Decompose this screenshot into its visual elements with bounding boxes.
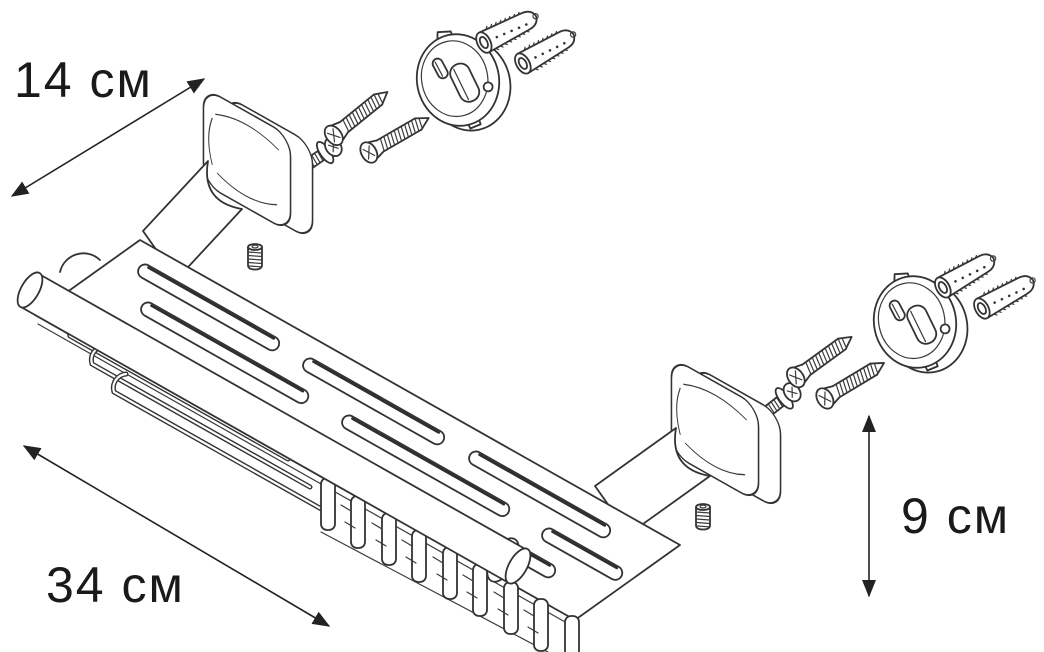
left-bracket: [202, 93, 314, 235]
set-screw-icon: [247, 243, 263, 271]
width-dimension-label: 34 см: [46, 557, 185, 613]
set-screw-icon: [695, 503, 711, 531]
front-comb: [320, 477, 580, 652]
depth-dimension-arrow: [10, 78, 206, 197]
screw-icon: [355, 107, 436, 167]
right-bracket: [670, 363, 782, 505]
screw-icon: [320, 82, 396, 150]
width-dimension-arrow: [22, 445, 331, 627]
towel-bar: [16, 252, 532, 585]
shelf-illustration: [16, 93, 782, 652]
screw-icon: [811, 352, 891, 413]
depth-dimension-label: 14 см: [14, 52, 153, 108]
wire-hook: [59, 252, 101, 273]
right-bracket-arm: [594, 427, 711, 535]
dimension-annotations: 14 см 34 см 9 см: [10, 52, 1010, 627]
bar-end-cap: [504, 547, 532, 585]
bar-end-cap: [16, 271, 44, 309]
hardware-set-top: [292, 2, 583, 181]
left-bracket-arm: [142, 160, 243, 280]
height-dimension-label: 9 см: [901, 488, 1010, 544]
hardware-set-right: [752, 245, 1043, 428]
